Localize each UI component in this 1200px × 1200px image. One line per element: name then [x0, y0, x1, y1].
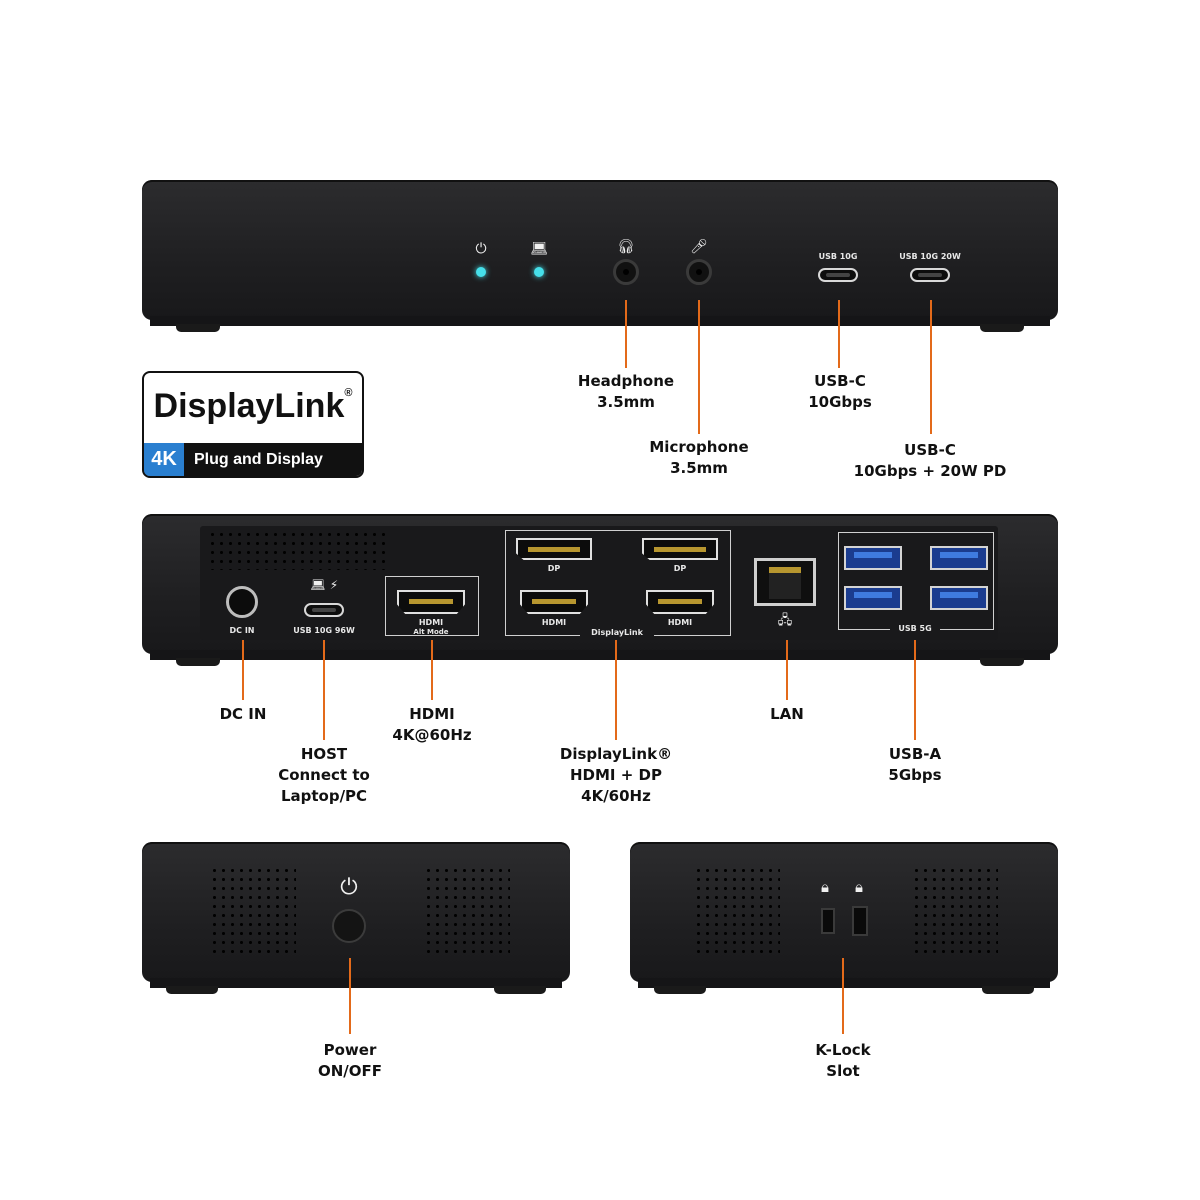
dp-1-label: DP — [547, 564, 561, 573]
usb-c-1-port-label: USB 10G — [818, 252, 858, 261]
front-foot-right — [980, 324, 1024, 332]
hdmi-2-label: HDMI — [667, 618, 693, 627]
left-side-grill-2 — [424, 866, 510, 956]
laptop-icon: 💻︎ — [530, 241, 548, 257]
usb-a-port-3 — [844, 586, 902, 610]
usb-c-1-port — [818, 268, 858, 282]
dp-2-label: DP — [673, 564, 687, 573]
left-side-foot-left — [166, 986, 218, 994]
lan-port — [754, 558, 816, 606]
displaylink-badge: DisplayLink® 4K Plug and Display — [142, 371, 364, 478]
right-side-grill-2 — [912, 866, 998, 956]
hdmi-callout-line — [431, 640, 433, 700]
headphone-jack — [613, 259, 639, 285]
microphone-callout-line — [698, 300, 700, 434]
usb-c-1-callout-line — [838, 300, 840, 368]
hdmi-1-label: HDMI — [541, 618, 567, 627]
power-button — [332, 909, 366, 943]
front-foot-left — [176, 324, 220, 332]
dc-in-port — [226, 586, 258, 618]
lan-callout: LAN — [770, 705, 804, 723]
usb-a-port-1 — [844, 546, 902, 570]
badge-4k: 4K — [144, 443, 184, 476]
headphone-icon: 🎧︎ — [617, 239, 635, 255]
dc-in-port-label: DC IN — [229, 626, 255, 635]
left-side-foot-right — [494, 986, 546, 994]
alt-mode-label: Alt Mode — [413, 628, 449, 636]
network-icon: 🖧︎ — [777, 613, 793, 628]
hdmi-port-1 — [520, 590, 588, 614]
power-led — [476, 267, 486, 277]
rear-foot-right — [980, 658, 1024, 666]
right-side-grill-1 — [694, 866, 780, 956]
dc-in-callout: DC IN — [219, 705, 267, 723]
hdmi-alt-port — [397, 590, 465, 614]
right-side-foot-right — [982, 986, 1034, 994]
left-side-bottom-edge — [150, 978, 562, 988]
microphone-icon: 🎤︎ — [690, 239, 708, 255]
klock-callout-line — [842, 958, 844, 1034]
displaylink-logo: DisplayLink® — [153, 387, 353, 425]
hdmi-alt-port-label: HDMI — [418, 618, 444, 627]
headphone-callout-line — [625, 300, 627, 368]
usb-c-2-port-label: USB 10G 20W — [899, 252, 961, 261]
bolt-icon: ⚡︎ — [329, 578, 339, 592]
dp-port-1 — [516, 538, 592, 560]
host-laptop-icon: 💻︎ — [310, 578, 326, 592]
front-bottom-edge — [150, 316, 1050, 326]
usb-a-callout-line — [914, 640, 916, 740]
left-side-grill-1 — [210, 866, 296, 956]
host-callout-line — [323, 640, 325, 740]
host-led — [534, 267, 544, 277]
usb-5g-label: USB 5G — [890, 624, 940, 633]
rear-foot-left — [176, 658, 220, 666]
usb-c-2-callout-line — [930, 300, 932, 434]
dock-front-view — [142, 180, 1058, 320]
klock-slot-1 — [821, 908, 835, 934]
displaylink-group-label: DisplayLink — [580, 628, 654, 637]
lan-callout-line — [786, 640, 788, 700]
rear-bottom-edge — [150, 650, 1050, 660]
host-usb-c-port — [304, 603, 344, 617]
rear-vent-grill — [208, 530, 390, 570]
power-icon: ⏻ — [475, 241, 487, 257]
klock-icon-2: 🔒︎ — [855, 878, 863, 896]
usb-c-2-port — [910, 268, 950, 282]
microphone-jack — [686, 259, 712, 285]
usb-a-port-4 — [930, 586, 988, 610]
klock-slot-2 — [852, 906, 868, 936]
dp-port-2 — [642, 538, 718, 560]
usb-a-port-2 — [930, 546, 988, 570]
badge-strip: 4K Plug and Display — [144, 443, 362, 476]
right-side-bottom-edge — [638, 978, 1050, 988]
right-side-foot-left — [654, 986, 706, 994]
hdmi-port-2 — [646, 590, 714, 614]
klock-icon-1: 🔒︎ — [821, 878, 829, 896]
host-port-label: USB 10G 96W — [293, 626, 355, 635]
dc-in-callout-line — [242, 640, 244, 700]
power-button-icon: ⏻ — [340, 875, 358, 900]
displaylink-callout-line — [615, 640, 617, 740]
badge-tagline: Plug and Display — [194, 451, 323, 468]
hdmi-alt-group-box — [385, 576, 479, 636]
power-callout-line — [349, 958, 351, 1034]
